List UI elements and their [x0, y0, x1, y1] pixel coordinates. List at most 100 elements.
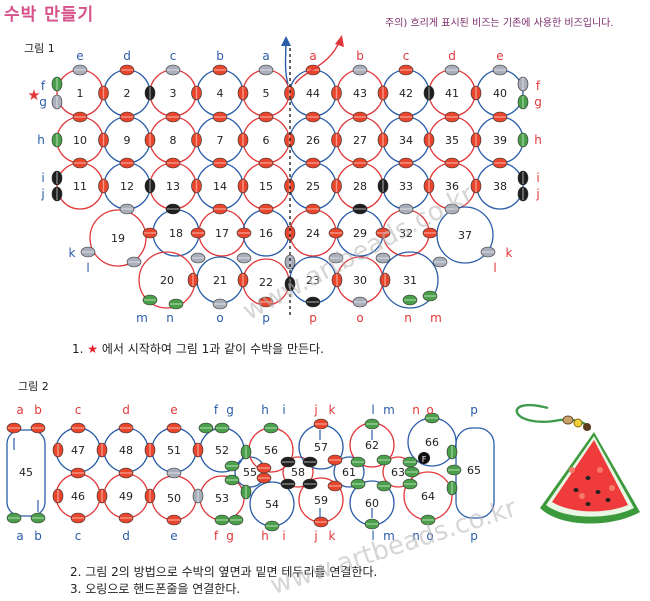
bead-body	[517, 132, 529, 148]
bead-body	[51, 132, 63, 148]
cell-number: 17	[215, 227, 229, 240]
bead-body	[517, 76, 529, 92]
bead	[187, 272, 199, 288]
cell-number: 44	[306, 87, 320, 100]
bead	[517, 94, 529, 110]
star-icon: ★	[27, 86, 40, 104]
bead-body	[212, 111, 228, 123]
bead	[144, 488, 156, 504]
step-3: 3. 오링으로 핸드폰줄을 연결한다.	[70, 582, 241, 596]
bead-body	[240, 444, 252, 460]
bead	[192, 442, 204, 458]
bead-body	[142, 294, 158, 306]
position-letter: b	[216, 49, 224, 63]
bead-body	[224, 460, 240, 472]
bead-body	[212, 64, 228, 76]
bead-body	[423, 132, 435, 148]
star-icon: ★	[87, 342, 99, 356]
position-letter: c	[403, 49, 410, 63]
bead-body	[264, 520, 280, 532]
position-letter: d	[122, 529, 130, 543]
bead-body	[404, 466, 420, 478]
bead-body	[258, 203, 274, 215]
bead	[331, 132, 342, 148]
bead-body	[80, 246, 96, 258]
bead	[224, 474, 240, 486]
bead-body	[402, 294, 418, 306]
cell-number: 21	[213, 274, 227, 287]
bead	[398, 64, 414, 76]
bead-body	[398, 111, 414, 123]
bead-body	[517, 170, 529, 186]
bead	[517, 170, 529, 186]
bead	[402, 456, 418, 468]
bead-body	[331, 272, 343, 288]
position-letter: d	[122, 403, 130, 417]
cell-number: 7	[217, 134, 224, 147]
cell-number: 58	[291, 466, 305, 479]
cell-number: 48	[119, 444, 133, 457]
bead-body	[96, 488, 108, 504]
bead-body	[191, 132, 202, 148]
bead	[404, 466, 420, 478]
bead-body	[422, 290, 438, 302]
bead-body	[72, 157, 88, 169]
bead-body	[98, 132, 109, 148]
bead	[98, 85, 109, 101]
step-1-number: 1.	[72, 342, 84, 356]
bead	[237, 85, 249, 101]
cell-number: 16	[259, 227, 273, 240]
cell-number: 18	[169, 227, 183, 240]
bead-body	[96, 442, 108, 458]
bead-body	[492, 111, 508, 123]
bead-body	[144, 85, 156, 101]
cell-number: 46	[71, 490, 85, 503]
bead-body	[191, 85, 202, 101]
watermelon-seed	[585, 502, 591, 506]
position-letter: g	[534, 95, 542, 109]
bead	[191, 132, 202, 148]
cell-number: 61	[342, 466, 356, 479]
bead	[30, 422, 46, 434]
bead-body	[377, 132, 389, 148]
thread-ring	[282, 456, 314, 488]
bead	[258, 157, 274, 169]
bead	[376, 454, 392, 466]
bead	[191, 178, 202, 194]
bead-body	[119, 203, 135, 215]
cell-number: 51	[167, 444, 181, 457]
bead	[166, 467, 182, 479]
bead	[165, 111, 181, 123]
bead-body	[166, 422, 182, 434]
bead-body	[144, 442, 156, 458]
bead-body	[444, 157, 460, 169]
step-1: 1. ★ 에서 시작하여 그림 1과 같이 수박을 만든다.	[72, 340, 324, 357]
bead-body	[446, 464, 462, 476]
bead	[144, 85, 156, 101]
position-letter: g	[226, 403, 234, 417]
position-letter: i	[41, 171, 44, 185]
bead	[402, 294, 418, 306]
bead	[305, 157, 321, 169]
bead	[305, 111, 321, 123]
bead	[70, 512, 86, 524]
position-letter: c	[75, 529, 82, 543]
bead	[212, 157, 228, 169]
bead-body	[377, 178, 389, 194]
cell-number: 6	[263, 134, 270, 147]
bead	[423, 85, 435, 101]
bead	[118, 512, 134, 524]
bead-body	[212, 203, 228, 215]
figure-2: 4547464849515052535556545857596162606366…	[6, 403, 495, 543]
bead	[517, 76, 529, 92]
bead	[470, 178, 482, 194]
cell-number: 50	[167, 492, 181, 505]
bead-body	[364, 518, 380, 530]
bead	[52, 442, 64, 458]
bead-body	[327, 454, 343, 466]
position-letter: h	[534, 133, 542, 147]
bead-body	[331, 85, 342, 101]
bead-body	[118, 512, 134, 524]
bead	[212, 298, 228, 310]
bead	[264, 520, 280, 532]
